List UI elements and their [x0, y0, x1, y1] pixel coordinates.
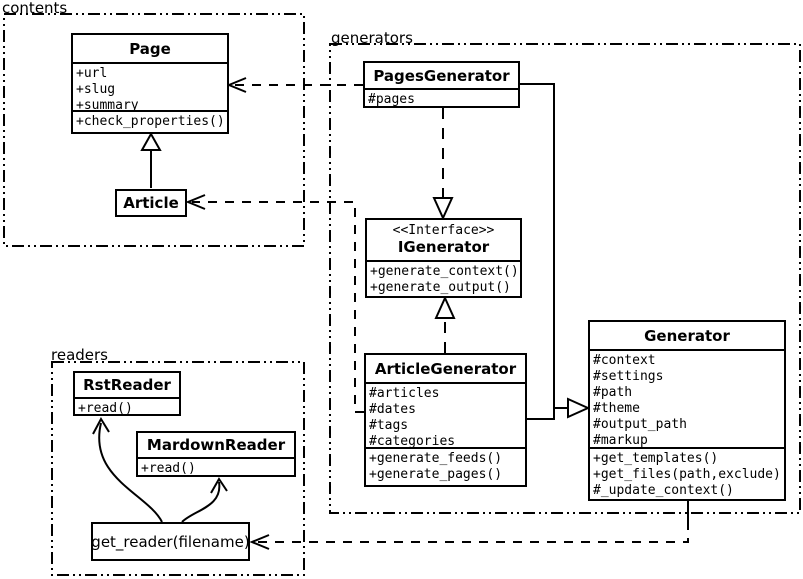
- class-page-title: Page: [129, 39, 171, 58]
- class-generator-methods: +get_templates() +get_files(path,exclude…: [590, 447, 784, 499]
- open-arrowhead-icon: [226, 77, 247, 93]
- class-articlegenerator-title: ArticleGenerator: [374, 359, 517, 378]
- package-label-generators: generators: [331, 29, 413, 47]
- method: +get_files(path,exclude): [593, 467, 781, 482]
- class-igenerator-methods: +generate_context() +generate_output(): [367, 260, 520, 296]
- attribute: +url: [76, 66, 108, 81]
- attribute: #markup: [593, 433, 648, 447]
- open-arrowhead-icon: [185, 194, 206, 210]
- articlegenerator-implements-igenerator-realization: [434, 295, 456, 353]
- pagesgenerator-uses-page-dependency: [226, 77, 363, 93]
- class-pagesgenerator-title: PagesGenerator: [373, 66, 510, 85]
- pagesgenerator-extends-generator-generalization: [520, 83, 568, 409]
- attribute: +slug: [76, 82, 116, 97]
- method: +check_properties(): [76, 114, 225, 129]
- class-igenerator-title: <<Interface>> IGenerator: [367, 220, 520, 260]
- getreader-to-mardownreader-arrow: [181, 477, 228, 523]
- attribute: +summary: [76, 98, 139, 110]
- articlegenerator-uses-article-dependency: [185, 194, 364, 413]
- method: +get_templates(): [593, 451, 719, 466]
- attribute: #context: [593, 353, 656, 368]
- realization-triangle-icon: [432, 197, 454, 221]
- attribute: #settings: [593, 369, 664, 384]
- article-extends-page-generalization: [140, 131, 162, 188]
- function-get-reader: get_reader(filename): [91, 522, 250, 561]
- class-generator-title: Generator: [644, 326, 730, 345]
- function-get-reader-label: get_reader(filename): [91, 532, 250, 551]
- class-articlegenerator-methods: +generate_feeds() +generate_pages(): [366, 447, 525, 485]
- generator-uses-getreader-dependency: [249, 500, 689, 550]
- package-label-contents: contents: [2, 0, 68, 17]
- attribute: #dates: [369, 402, 416, 417]
- class-article-title: Article: [123, 194, 179, 212]
- realization-triangle-icon: [434, 295, 456, 319]
- attribute: #path: [593, 385, 633, 400]
- package-label-readers: readers: [51, 346, 108, 364]
- attribute: #articles: [369, 386, 440, 401]
- attribute: #categories: [369, 434, 456, 447]
- generalization-triangle-icon: [567, 397, 591, 419]
- attribute: #tags: [369, 418, 409, 433]
- interface-stereotype: <<Interface>>: [392, 223, 495, 238]
- method: +generate_context(): [370, 264, 519, 279]
- class-generator-attributes: #context #settings #path #theme #output_…: [590, 349, 784, 447]
- class-page: Page +url +slug +summary +check_properti…: [71, 33, 229, 134]
- class-igenerator: <<Interface>> IGenerator +generate_conte…: [365, 218, 522, 298]
- method: +read(): [78, 401, 133, 414]
- method: +generate_feeds(): [369, 451, 503, 466]
- class-rstreader-title: RstReader: [83, 376, 171, 394]
- attribute: #output_path: [593, 417, 687, 432]
- class-page-methods: +check_properties(): [73, 110, 227, 132]
- attribute: #theme: [593, 401, 640, 416]
- class-rstreader-methods: +read(): [75, 397, 179, 414]
- class-page-attributes: +url +slug +summary: [73, 62, 227, 110]
- class-articlegenerator: ArticleGenerator #articles #dates #tags …: [364, 353, 527, 487]
- method: +generate_output(): [370, 280, 511, 295]
- class-mardownreader-title: MardownReader: [146, 436, 286, 454]
- class-pagesgenerator: PagesGenerator #pages: [363, 61, 520, 108]
- open-arrowhead-icon: [210, 477, 228, 494]
- class-mardownreader: MardownReader +read(): [136, 431, 296, 477]
- open-arrowhead-icon: [249, 534, 270, 550]
- class-mardownreader-methods: +read(): [138, 457, 294, 475]
- class-igenerator-name: IGenerator: [397, 238, 490, 256]
- method: +read(): [141, 461, 196, 475]
- attribute: #pages: [368, 92, 415, 106]
- generalization-triangle-icon: [140, 131, 162, 151]
- method: #_update_context(): [593, 483, 734, 498]
- method: +generate_pages(): [369, 467, 503, 482]
- class-pagesgenerator-attributes: #pages: [365, 88, 518, 106]
- class-rstreader: RstReader +read(): [73, 371, 181, 416]
- class-article: Article: [115, 189, 187, 217]
- open-arrowhead-icon: [92, 416, 110, 435]
- class-articlegenerator-attributes: #articles #dates #tags #categories: [366, 382, 525, 447]
- pagesgenerator-implements-igenerator-realization: [432, 108, 454, 221]
- class-generator: Generator #context #settings #path #them…: [588, 320, 786, 501]
- articlegenerator-extends-generator-generalization: [527, 397, 591, 420]
